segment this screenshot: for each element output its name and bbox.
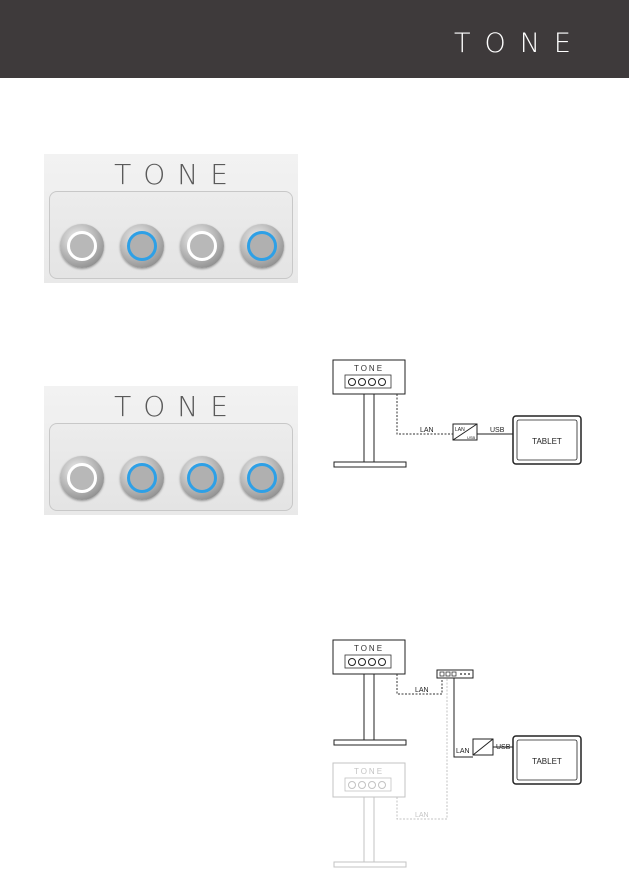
device-button-dot — [378, 658, 386, 666]
led-ring-white — [67, 231, 97, 261]
device-buttons-frame — [344, 777, 392, 792]
switch-port — [439, 671, 445, 677]
device-button-dot — [368, 378, 376, 386]
lan-cable — [396, 674, 443, 695]
adapter-diagonal — [472, 738, 494, 756]
led-ring-blue — [187, 463, 217, 493]
tablet-screen — [516, 419, 578, 461]
device-logo: TONE — [354, 767, 384, 776]
control-panel-photo-2: TONE — [44, 386, 298, 515]
device-buttons-frame — [344, 654, 392, 669]
adapter-diagonal — [452, 423, 478, 441]
device-logo: TONE — [354, 364, 384, 373]
stand-pole — [363, 393, 375, 463]
tablet-label: TABLET — [532, 757, 562, 766]
push-button-4 — [240, 456, 284, 500]
button-frame — [49, 423, 293, 511]
adapter-top-label: LAN — [455, 427, 465, 433]
button-frame — [49, 191, 293, 279]
header-bar: TONE — [0, 0, 629, 78]
lan-cable-to-adapter — [453, 678, 473, 758]
led-ring-blue — [247, 231, 277, 261]
stand-base — [333, 461, 407, 468]
usb-label: USB — [496, 744, 511, 751]
switch-port — [451, 671, 457, 677]
panel-logo: TONE — [114, 390, 240, 423]
control-panel-photo-1: TONE — [44, 154, 298, 283]
push-button-2 — [120, 456, 164, 500]
device-button-dot — [368, 781, 376, 789]
lan-label: LAN — [420, 427, 434, 434]
device-button-dot — [358, 781, 366, 789]
usb-label: USB — [490, 427, 505, 434]
stand-pole — [363, 673, 375, 741]
device-button-dot — [348, 378, 356, 386]
optional-device-group: TONE LAN — [332, 678, 448, 868]
device-button-dot — [358, 378, 366, 386]
led-ring-blue — [127, 231, 157, 261]
switch-port — [445, 671, 451, 677]
lan-label-3: LAN — [415, 812, 429, 819]
brand-logo: TONE — [453, 28, 585, 59]
lan-label: LAN — [415, 687, 429, 694]
stand-base — [333, 861, 407, 868]
stand-base — [333, 739, 407, 746]
led-ring-white — [187, 231, 217, 261]
connection-diagram-1: TONE LAN LAN USB USB TABLET — [332, 359, 582, 468]
led-ring-blue — [127, 463, 157, 493]
device-logo: TONE — [354, 644, 384, 653]
stand-pole — [363, 796, 375, 863]
connection-diagram-2: TONE LAN LAN USB TABLET TONE LAN — [332, 639, 582, 868]
device-button-dot — [378, 781, 386, 789]
panel-logo: TONE — [114, 158, 240, 191]
push-button-2 — [120, 224, 164, 268]
switch-led — [460, 673, 462, 675]
switch-led — [468, 673, 470, 675]
tablet-screen — [516, 739, 578, 781]
push-button-4 — [240, 224, 284, 268]
led-ring-blue — [247, 463, 277, 493]
led-ring-white — [67, 463, 97, 493]
adapter-bottom-label: USB — [467, 435, 476, 440]
network-switch — [436, 669, 474, 679]
push-button-1 — [60, 456, 104, 500]
device-buttons-frame — [344, 374, 392, 389]
lan-label-2: LAN — [456, 748, 470, 755]
device-button-dot — [378, 378, 386, 386]
device-button-dot — [358, 658, 366, 666]
tablet-label: TABLET — [532, 437, 562, 446]
device-box — [332, 762, 406, 798]
lan-cable — [396, 394, 453, 435]
device-button-dot — [348, 658, 356, 666]
device-button-dot — [368, 658, 376, 666]
push-button-3 — [180, 224, 224, 268]
lan-cable — [396, 678, 448, 820]
push-button-3 — [180, 456, 224, 500]
device-button-dot — [348, 781, 356, 789]
switch-led — [464, 673, 466, 675]
push-button-1 — [60, 224, 104, 268]
